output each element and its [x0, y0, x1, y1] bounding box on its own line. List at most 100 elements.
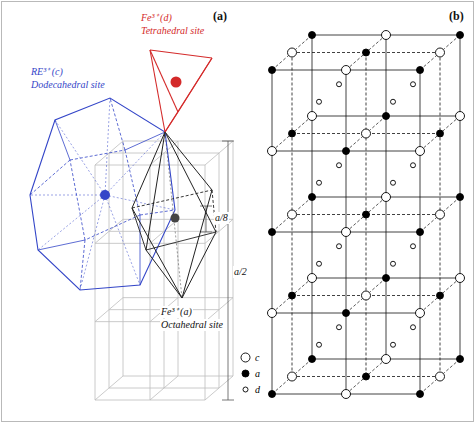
lattice-ion	[308, 274, 317, 283]
lattice-line	[109, 153, 110, 388]
dodecahedron-edge	[140, 210, 175, 215]
dimension-tick	[222, 400, 234, 401]
lattice-line	[205, 376, 233, 400]
lattice-ion	[457, 194, 464, 201]
octahedron-edge	[132, 190, 212, 208]
lattice-ion	[417, 67, 424, 74]
tetrahedral-site	[150, 50, 212, 132]
lattice-ion	[308, 112, 317, 121]
lattice-ion	[411, 325, 416, 330]
octahedron-edge	[132, 208, 146, 250]
octahedron-edge	[132, 208, 182, 298]
panel-label: (b)	[448, 10, 465, 24]
dimension-line	[228, 141, 229, 400]
octahedron-edge	[146, 250, 182, 298]
lattice-line	[95, 298, 123, 322]
dodecahedron-edge	[70, 160, 85, 240]
tetrahedron-edge	[165, 58, 212, 132]
legend-ion	[242, 370, 249, 377]
dodecahedron-spoke	[30, 195, 105, 196]
legend-text: a	[255, 368, 260, 379]
legend-symbol	[240, 368, 251, 379]
lattice-ion	[437, 130, 444, 137]
lattice-ion	[382, 31, 391, 40]
tetrahedron-edge	[150, 50, 212, 58]
lattice-line	[272, 278, 312, 313]
octahedron-edge	[165, 132, 212, 190]
dodecahedron-spoke	[105, 98, 110, 195]
dodecahedron-edge	[110, 98, 125, 150]
lattice-line	[95, 141, 123, 165]
lattice-line	[346, 278, 386, 313]
ion-label: Fe³⁺ (d)	[140, 12, 173, 24]
lattice-line	[420, 359, 460, 394]
lattice-line	[150, 376, 178, 400]
lattice-ion	[289, 292, 296, 299]
lattice-line	[178, 141, 179, 376]
lattice-ion	[317, 342, 322, 347]
lattice-ion	[337, 244, 342, 249]
lattice-ion	[456, 274, 465, 283]
octahedron-edge	[165, 132, 216, 232]
lattice-ion	[391, 342, 396, 347]
lattice-ion	[337, 82, 342, 87]
legend-ion	[241, 353, 250, 362]
octahedron-edge	[182, 190, 212, 298]
lattice-ion	[342, 228, 351, 237]
lattice-line	[272, 359, 312, 394]
lattice-ion	[383, 113, 390, 120]
panel-label: (a)	[212, 10, 228, 24]
legend-text: d	[255, 384, 260, 395]
lattice-ion	[383, 275, 390, 282]
dimension-label: a/2	[233, 266, 248, 278]
lattice-ion	[342, 66, 351, 75]
lattice-ion	[288, 372, 297, 381]
lattice-ion	[363, 373, 370, 380]
lattice-ion	[337, 163, 342, 168]
lattice-ion	[456, 112, 465, 121]
dodecahedron-spoke	[105, 195, 175, 210]
lattice-line	[420, 197, 460, 232]
dodecahedron-outline	[30, 98, 175, 290]
lattice-ion	[269, 391, 276, 398]
octahedral-site	[132, 132, 216, 298]
octahedron-edge	[182, 232, 216, 298]
panel-a-illustration	[30, 50, 234, 400]
iron-ion	[171, 77, 182, 88]
lattice-ion	[457, 356, 464, 363]
ion-label: RE³⁺ (c)	[30, 66, 64, 78]
lattice-line	[420, 116, 460, 151]
lattice-ion	[436, 48, 445, 57]
lattice-ion	[382, 193, 391, 202]
lattice-line	[272, 116, 312, 151]
lattice-ion	[337, 325, 342, 330]
lattice-ion	[269, 229, 276, 236]
legend-item: a	[238, 368, 262, 379]
dodecahedron-edge	[80, 240, 85, 290]
dimension-tick	[222, 141, 234, 142]
octahedron-axis	[165, 132, 182, 298]
lattice-line	[95, 219, 123, 243]
octahedron-edge	[146, 132, 165, 250]
dodecahedron-spoke	[55, 120, 105, 195]
lattice-ion	[417, 391, 424, 398]
lattice-line	[95, 376, 123, 400]
dodecahedron-edge	[85, 215, 140, 240]
lattice-line	[219, 153, 220, 388]
dodecahedron-spoke	[80, 195, 105, 290]
legend-item: d	[238, 384, 262, 395]
site-label: Octahedral site	[160, 319, 224, 331]
dodecahedron-edge	[30, 160, 70, 195]
lattice-ion	[268, 309, 277, 318]
lattice-ion	[343, 148, 350, 155]
dodecahedron-spoke	[105, 195, 140, 285]
legend-ion	[243, 387, 248, 392]
lattice-ion	[288, 48, 297, 57]
legend-text: c	[255, 352, 259, 363]
lattice-line	[150, 141, 178, 165]
lattice-line	[205, 165, 206, 400]
lattice-ion	[269, 67, 276, 74]
lattice-ion	[411, 163, 416, 168]
